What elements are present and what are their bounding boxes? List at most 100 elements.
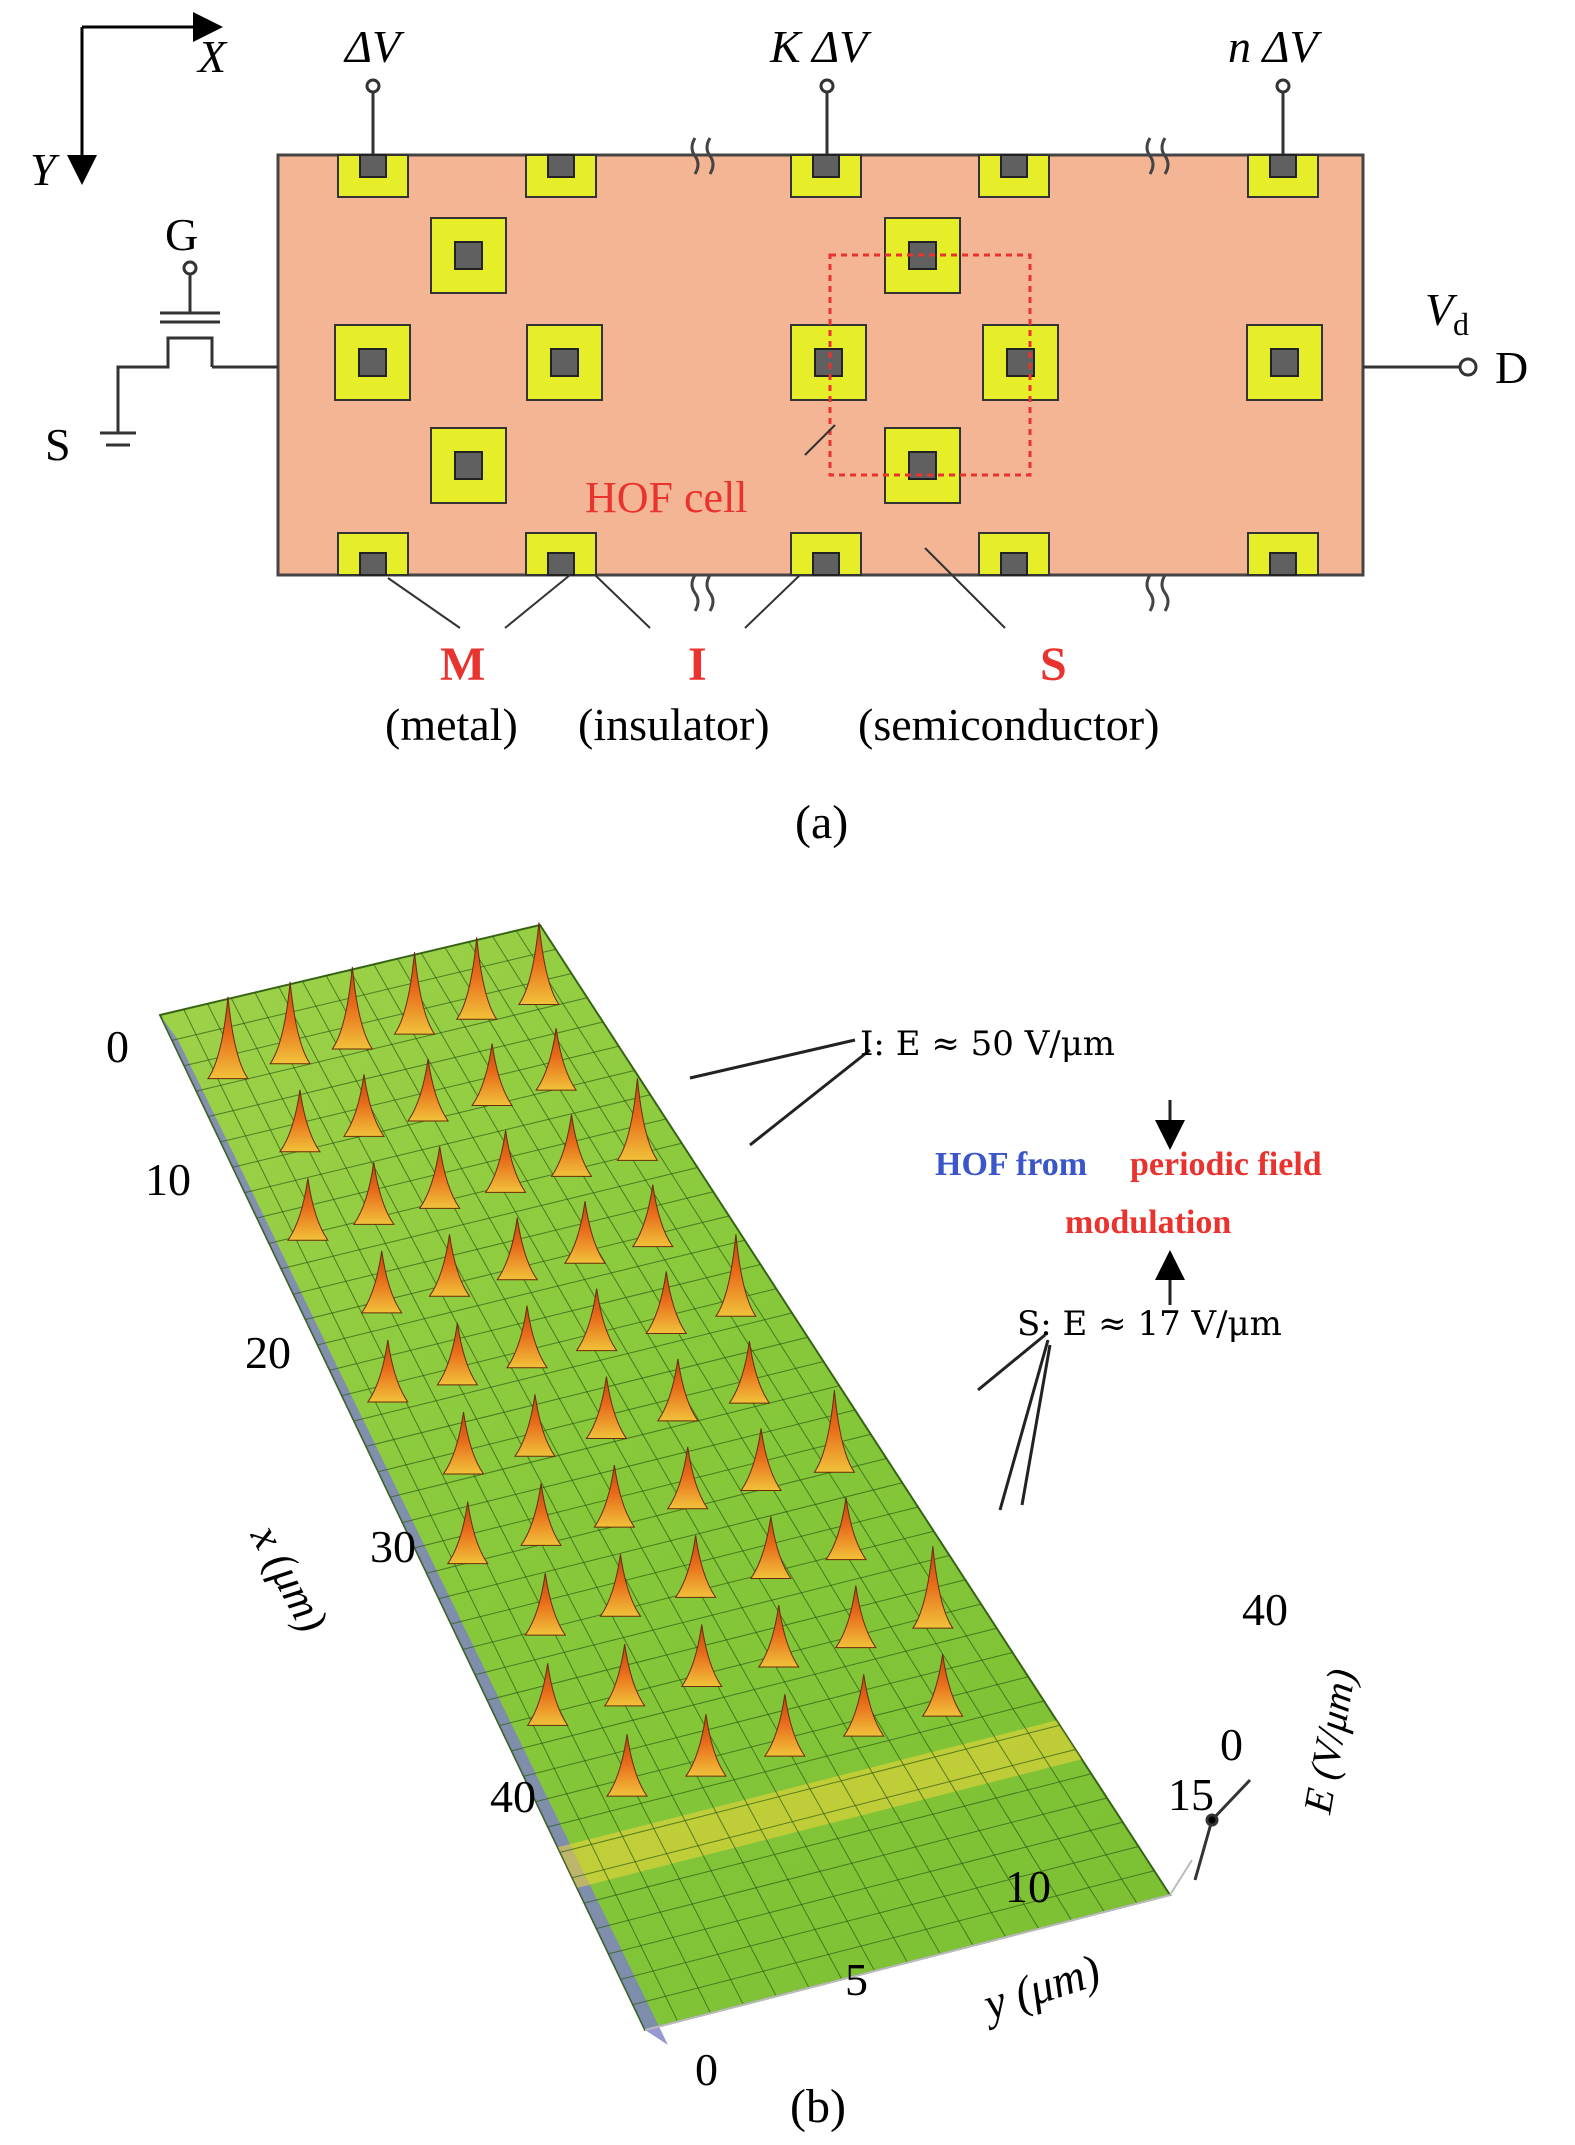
electrode-core	[1269, 552, 1297, 576]
field-peak	[666, 1446, 709, 1510]
mesh-line	[560, 1724, 1060, 1853]
mesh-line	[584, 1773, 1092, 1904]
field-peak	[286, 1178, 329, 1241]
mesh-line	[475, 1555, 950, 1676]
field-peak	[352, 1162, 395, 1225]
field-peak	[684, 1714, 727, 1777]
source-label: S	[45, 419, 71, 470]
field-peak	[757, 1604, 800, 1668]
field-peak	[585, 1376, 628, 1440]
mesh-line	[620, 1846, 1139, 1980]
field-peak	[680, 1624, 723, 1687]
field-peak	[842, 1674, 885, 1737]
field-peak	[813, 1390, 856, 1473]
mesh-line	[426, 1458, 887, 1574]
mesh-line	[208, 1021, 604, 1117]
mesh-line	[608, 1821, 1123, 1955]
axis-x-label: X	[196, 31, 228, 82]
annotation-semiconductor-field: S: E ≈ 17 V/μm	[1017, 1304, 1282, 1344]
field-peaks	[207, 922, 964, 1797]
field-peak	[343, 1074, 385, 1137]
field-peak	[674, 1535, 717, 1598]
top-terminals: ΔV K ΔV n ΔV	[343, 21, 1322, 158]
field-peak	[616, 1078, 659, 1161]
mesh-line	[293, 1191, 714, 1295]
mesh-line	[184, 973, 572, 1067]
electrode-core	[454, 451, 483, 480]
hof-cell-box	[828, 253, 1032, 477]
axis-frame	[644, 1859, 1193, 2031]
field-peak	[514, 1394, 556, 1457]
field-peak	[825, 1497, 867, 1561]
x-axis-label: x (μm)	[241, 1516, 338, 1640]
y-tick-5: 5	[845, 1954, 868, 2005]
field-peak	[645, 1271, 688, 1334]
x-tick-10: 10	[145, 1154, 191, 1205]
drain-terminal: V d D	[1363, 284, 1528, 393]
semiconductor-desc: (semiconductor)	[858, 699, 1159, 750]
field-peak	[484, 1130, 527, 1193]
mesh-line	[523, 1652, 1013, 1777]
mesh-line	[487, 1579, 966, 1701]
field-peak	[520, 1483, 563, 1546]
drain-voltage-label: V	[1425, 284, 1458, 335]
mesh-line	[281, 1167, 698, 1270]
field-peak	[834, 1585, 877, 1649]
field-peak	[593, 1465, 636, 1528]
field-peak	[407, 1058, 450, 1122]
field-peak	[714, 1234, 757, 1317]
insulator-desc: (insulator)	[578, 699, 770, 750]
electrode-core	[454, 241, 483, 270]
electrode-core	[812, 552, 840, 576]
field-peak	[740, 1428, 783, 1492]
field-peak	[763, 1694, 806, 1757]
terminal-node-1	[365, 78, 381, 94]
x-tick-30: 30	[370, 1521, 416, 1572]
electrode-core	[359, 154, 387, 178]
field-peak	[360, 1250, 403, 1314]
y-tick-15: 15	[1168, 1769, 1214, 1820]
panel-a: X Y ΔV K ΔV n ΔV	[30, 12, 1528, 849]
mesh-line	[499, 1603, 982, 1726]
electrode-core	[1000, 552, 1028, 576]
metal-letter: M	[440, 638, 485, 691]
hof-cell-label: HOF cell	[585, 473, 748, 522]
insulator-letter: I	[688, 638, 707, 691]
axes-indicator: X Y	[30, 12, 228, 195]
voltage-label-k: K ΔV	[769, 21, 872, 72]
electrodes	[334, 154, 1323, 576]
field-peak	[631, 1184, 674, 1248]
field-peak	[564, 1201, 606, 1264]
electrode-core	[547, 552, 575, 576]
material-leaders	[387, 547, 1006, 629]
hof-from-label: HOF from	[935, 1146, 1087, 1183]
mesh-line	[572, 1749, 1076, 1879]
voltage-label-1: ΔV	[343, 21, 405, 72]
mesh-line	[317, 1239, 745, 1346]
mesh-line	[547, 1700, 1045, 1828]
mesh-line	[632, 1870, 1155, 2006]
caption-b: (b)	[790, 2080, 846, 2133]
semiconductor-letter: S	[1040, 638, 1067, 691]
field-peak	[428, 1234, 471, 1297]
mesh-line	[366, 1336, 808, 1447]
mesh-line	[511, 1627, 997, 1752]
electrode-core	[1270, 348, 1299, 377]
mesh-line	[414, 1433, 871, 1549]
y-tick-10: 10	[1005, 1861, 1051, 1912]
field-peak	[911, 1546, 954, 1629]
e-tick-0: 0	[1220, 1719, 1243, 1770]
field-peak	[269, 981, 312, 1065]
field-peak	[656, 1358, 699, 1422]
field-peak	[393, 952, 436, 1035]
e-axis-label: E (V/μm)	[1294, 1665, 1364, 1817]
terminal-node-n	[1275, 78, 1291, 94]
caption-a: (a)	[795, 796, 848, 849]
field-peak	[921, 1654, 964, 1717]
surface-side-wall	[160, 1015, 668, 2045]
mesh-line	[196, 997, 588, 1092]
y-axis-label: y (μm)	[974, 1944, 1107, 2030]
mesh-line	[438, 1482, 903, 1600]
annotation-insulator-field: I: E ≈ 50 V/μm	[860, 1024, 1115, 1064]
mesh-line	[341, 1288, 777, 1397]
